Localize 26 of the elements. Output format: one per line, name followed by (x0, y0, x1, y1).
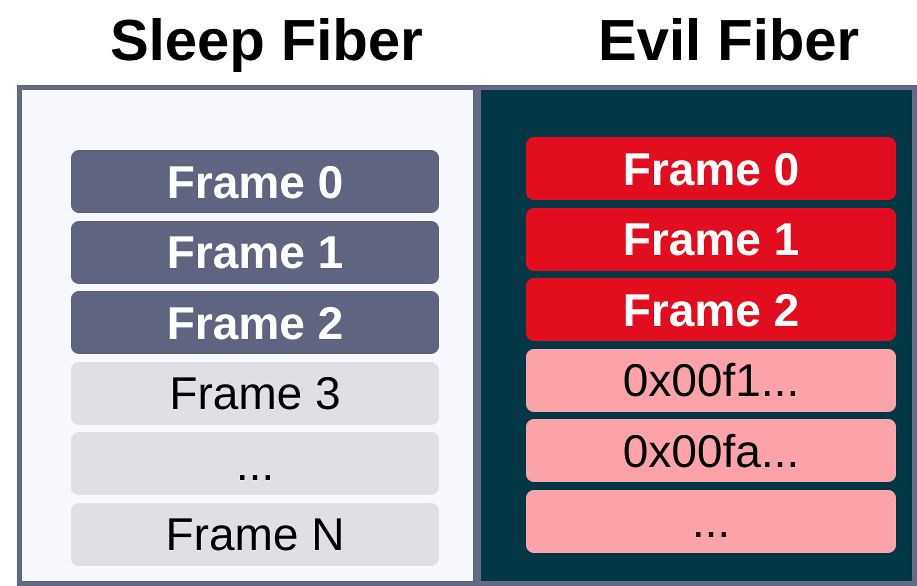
frame-label: Frame 0 (622, 146, 800, 192)
frame-label: Frame 1 (166, 229, 344, 275)
frame-label: Frame 2 (166, 300, 344, 346)
stack-frame (526, 208, 896, 270)
frame-label: Frame 3 (169, 370, 341, 416)
stack-frame (71, 150, 439, 213)
stack-frame (526, 419, 896, 482)
stack-frame (526, 348, 896, 412)
frame-label: 0x00fa... (622, 428, 800, 474)
panel-title: Evil Fiber (598, 12, 860, 70)
frame-label: 0x00f1... (622, 357, 800, 403)
stack-frame (71, 220, 439, 284)
frame-label: ... (692, 498, 730, 544)
stack-frame (526, 490, 896, 552)
stack-frame (71, 432, 439, 495)
panel-title: Sleep Fiber (110, 12, 423, 70)
stack-frame (71, 291, 439, 354)
stack-frame (71, 362, 439, 424)
stack-frame (526, 278, 896, 341)
frame-label: Frame 1 (622, 216, 800, 262)
frame-label: Frame N (166, 511, 344, 557)
frame-label: Frame 2 (622, 286, 800, 332)
frame-label: Frame 0 (166, 158, 344, 204)
frame-label: ... (236, 440, 274, 486)
stack-frame (526, 137, 896, 200)
stack-frame (71, 502, 439, 566)
